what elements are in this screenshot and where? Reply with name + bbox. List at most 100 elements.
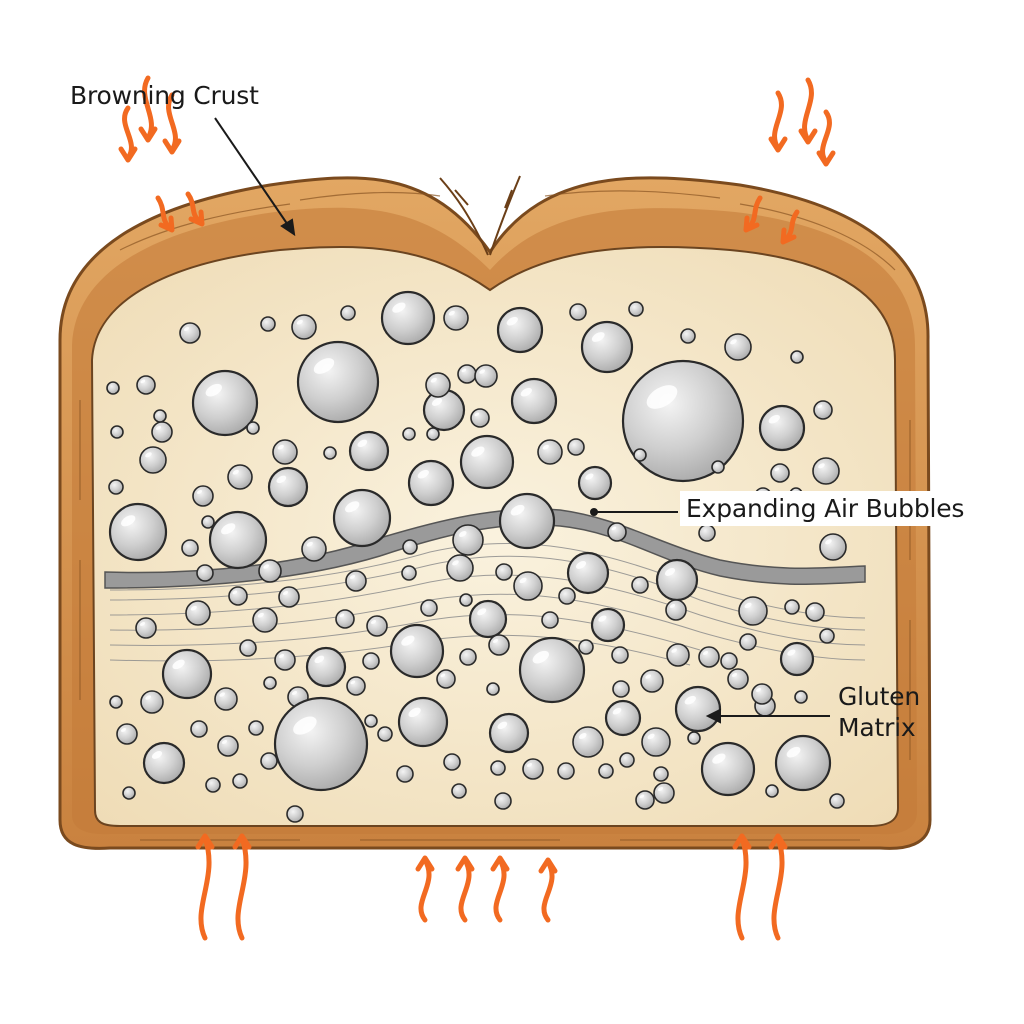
air-bubble-icon [812, 457, 840, 485]
heat-wave-arrow-icon [768, 90, 788, 153]
air-bubble-icon [698, 646, 720, 668]
air-bubble-icon [611, 646, 629, 664]
air-bubble-icon [366, 615, 388, 637]
air-bubble-icon [541, 611, 559, 629]
air-bubble-icon [522, 758, 544, 780]
air-bubble-icon [779, 641, 815, 677]
air-bubble-icon [711, 460, 725, 474]
air-bubble-icon [258, 559, 282, 583]
air-bubble-icon [260, 752, 278, 770]
air-bubble-icon [604, 699, 642, 737]
air-bubble-icon [185, 600, 211, 626]
heat-wave-arrow-icon [798, 77, 818, 145]
air-bubble-icon [619, 752, 635, 768]
air-bubble-icon [577, 465, 613, 501]
air-bubble-icon [263, 676, 277, 690]
air-bubble-icon [572, 726, 604, 758]
air-bubble-icon [653, 766, 669, 782]
heat-wave-arrow-icon [490, 855, 510, 923]
air-bubble-icon [727, 668, 749, 690]
heat-wave-arrow-icon [155, 195, 175, 233]
air-bubble-icon [135, 617, 157, 639]
air-bubble-icon [232, 773, 248, 789]
air-bubble-icon [666, 643, 690, 667]
air-bubble-icon [227, 464, 253, 490]
heat-wave-arrow-icon [232, 833, 252, 941]
leader-lines [214, 117, 830, 724]
air-bubble-icon [470, 408, 490, 428]
air-bubble-icon [819, 628, 835, 644]
gluten-matrix-label-line2: Matrix [838, 713, 916, 743]
air-bubble-icon [142, 741, 186, 785]
air-bubble-icon [607, 522, 627, 542]
air-bubble-icon [272, 439, 298, 465]
air-bubble-icon [362, 652, 380, 670]
air-bubble-icon [425, 372, 451, 398]
air-bubble-icon [451, 783, 467, 799]
air-bubble-icon [161, 648, 213, 700]
air-bubble-icon [106, 381, 120, 395]
air-bubble-icon [335, 609, 355, 629]
air-bubble-icon [813, 400, 833, 420]
air-bubble-icon [567, 438, 585, 456]
air-bubble-icon [495, 563, 513, 581]
air-bubble-icon [510, 377, 558, 425]
air-bubble-icon [140, 690, 164, 714]
air-bubble-icon [720, 652, 738, 670]
air-bubble-icon [558, 587, 576, 605]
air-bubble-icon [377, 726, 393, 742]
air-bubble-icon [443, 753, 461, 771]
air-bubble-icon [248, 720, 264, 736]
air-bubble-icon [829, 793, 845, 809]
air-bubble-icon [739, 633, 757, 651]
air-bubble-icon [498, 492, 556, 550]
crust-texture [79, 190, 911, 841]
air-bubble-icon [633, 448, 647, 462]
air-bubble-icon [407, 459, 455, 507]
air-bubble-icon [674, 685, 722, 733]
air-bubble-icon [496, 306, 544, 354]
air-bubble-icon [108, 479, 124, 495]
crust-leader-line [214, 117, 291, 229]
heat-wave-arrow-icon [455, 855, 475, 923]
air-bubble-icon [566, 551, 610, 595]
air-bubble-icon [201, 515, 215, 529]
heat-wave-arrow-icon [118, 105, 138, 163]
air-bubble-icon [459, 593, 473, 607]
air-bubble-icon [488, 634, 510, 656]
gluten-matrix-band [104, 508, 866, 589]
air-bubble-icon [420, 599, 438, 617]
air-bubble-icon [301, 536, 327, 562]
air-bubble-icon [628, 301, 644, 317]
air-bubble-icon [252, 607, 278, 633]
air-bubble-icon [109, 695, 123, 709]
air-bubble-icon [340, 305, 356, 321]
air-bubble-icon [537, 439, 563, 465]
air-bubble-icon [110, 425, 124, 439]
air-bubble-icon [217, 735, 239, 757]
air-bubble-icon [794, 690, 808, 704]
air-bubble-icon [402, 539, 418, 555]
air-bubble-icon [784, 599, 800, 615]
air-bubble-icon [151, 421, 173, 443]
air-bubble-icon [305, 646, 347, 688]
air-bubble-icon [758, 404, 806, 452]
air-bubble-icon [348, 430, 390, 472]
air-bubble-icon [790, 350, 804, 364]
air-bubble-icon [228, 586, 248, 606]
air-bubble-icon [474, 364, 498, 388]
air-bubble-icon [665, 599, 687, 621]
heat-arrows-group [118, 75, 836, 941]
heat-wave-arrow-icon [732, 833, 752, 941]
air-bubble-icon [402, 427, 416, 441]
air-bubble-icon [278, 586, 300, 608]
air-bubble-icon [267, 466, 309, 508]
air-bubble-icon [446, 554, 474, 582]
air-bubble-icon [436, 669, 456, 689]
air-bubble-icon [635, 790, 655, 810]
air-bubble-icon [274, 649, 296, 671]
air-bubble-icon [122, 786, 136, 800]
air-bubble-icon [640, 669, 664, 693]
air-bubble-icon [181, 539, 199, 557]
